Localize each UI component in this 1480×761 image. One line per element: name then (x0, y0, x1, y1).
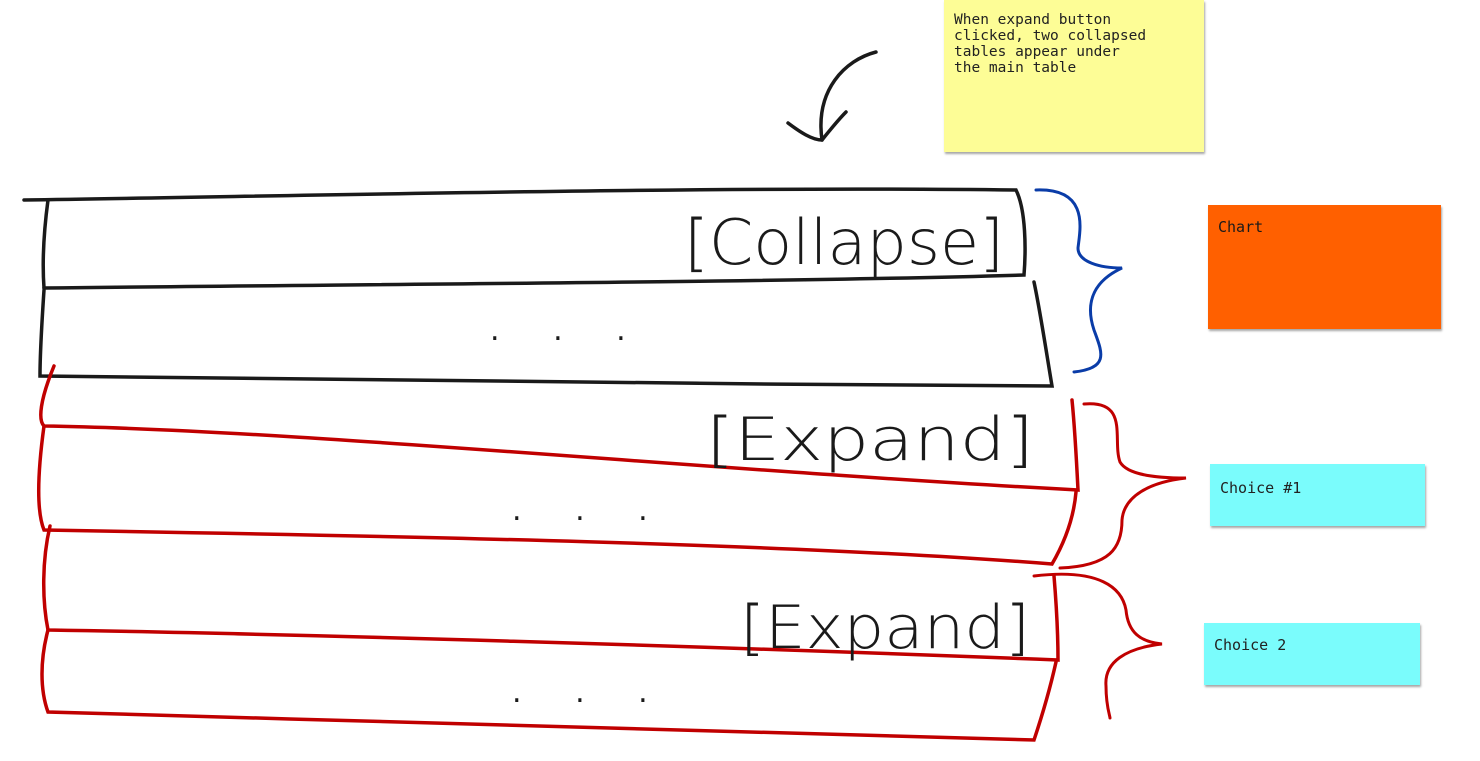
sticky-note-instruction[interactable]: When expand button clicked, two collapse… (944, 0, 1204, 152)
main-table-brace (1034, 188, 1123, 374)
choice2-table (40, 524, 1060, 742)
collapse-label: [Collapse] (684, 206, 1004, 279)
main-table (22, 187, 1055, 388)
sticky-note-chart[interactable]: Chart (1208, 205, 1441, 329)
sticky-note-choice1[interactable]: Choice #1 (1210, 464, 1425, 526)
expand-label-choice2: [Expand] (740, 593, 1030, 663)
choice1-table (36, 364, 1080, 566)
ellipsis-choice1: . . . (512, 493, 670, 528)
choice1-brace (1058, 402, 1187, 570)
choice2-brace (1032, 572, 1163, 720)
expand-label-choice1: [Expand] (706, 405, 1034, 475)
ellipsis-main: . . . (490, 313, 648, 348)
sticky-note-choice2[interactable]: Choice 2 (1204, 623, 1420, 685)
ellipsis-choice2: . . . (512, 675, 670, 710)
arrow-down-icon (786, 50, 878, 142)
